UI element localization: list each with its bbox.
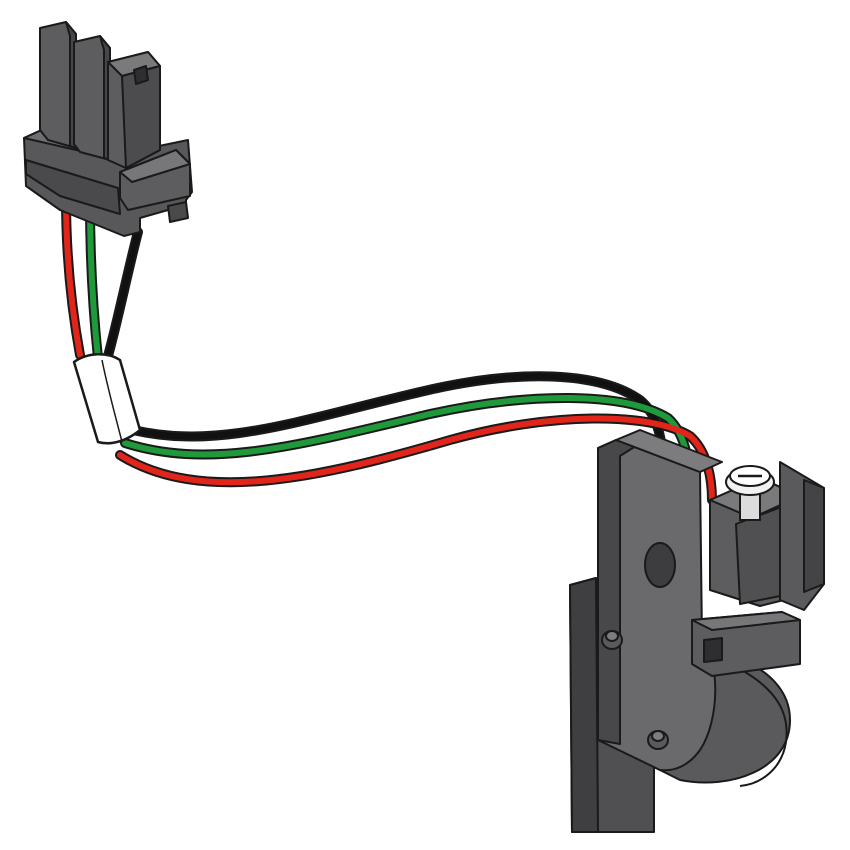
sleeve-body bbox=[72, 353, 142, 445]
terminal-side-cover-edge bbox=[803, 479, 825, 593]
bracket-upper-bolt-icon bbox=[601, 630, 623, 650]
switch-slide-top bbox=[691, 611, 801, 631]
terminal-screw-icon bbox=[725, 465, 775, 521]
mounting-bracket-icon bbox=[569, 429, 825, 833]
connector-base-shadow bbox=[25, 159, 121, 215]
lower-wire-bundle bbox=[115, 371, 717, 505]
bracket-lower-bolt-icon bbox=[647, 730, 669, 750]
lower-green-wire bbox=[122, 395, 693, 495]
bracket-back-plate-edge bbox=[569, 577, 599, 833]
lower-black-wire-outline bbox=[128, 371, 668, 485]
bracket-top-channel bbox=[615, 429, 723, 473]
three-pin-connector-icon bbox=[23, 21, 193, 237]
wire-sleeve-icon bbox=[72, 353, 142, 445]
screw-shank bbox=[739, 491, 761, 521]
sleeve-seam bbox=[101, 359, 123, 443]
upper-red-wire bbox=[63, 195, 83, 358]
bracket-hole bbox=[644, 542, 676, 588]
switch-drum-rim bbox=[739, 671, 788, 787]
lower-red-wire bbox=[117, 415, 715, 503]
connector-latch-slot bbox=[133, 65, 149, 85]
upper-black-wire bbox=[105, 229, 141, 359]
connector-latch-top bbox=[119, 149, 191, 183]
lower-black-wire bbox=[130, 373, 666, 483]
switch-slide-slot bbox=[703, 637, 723, 663]
connector-latch-tab bbox=[167, 201, 189, 223]
